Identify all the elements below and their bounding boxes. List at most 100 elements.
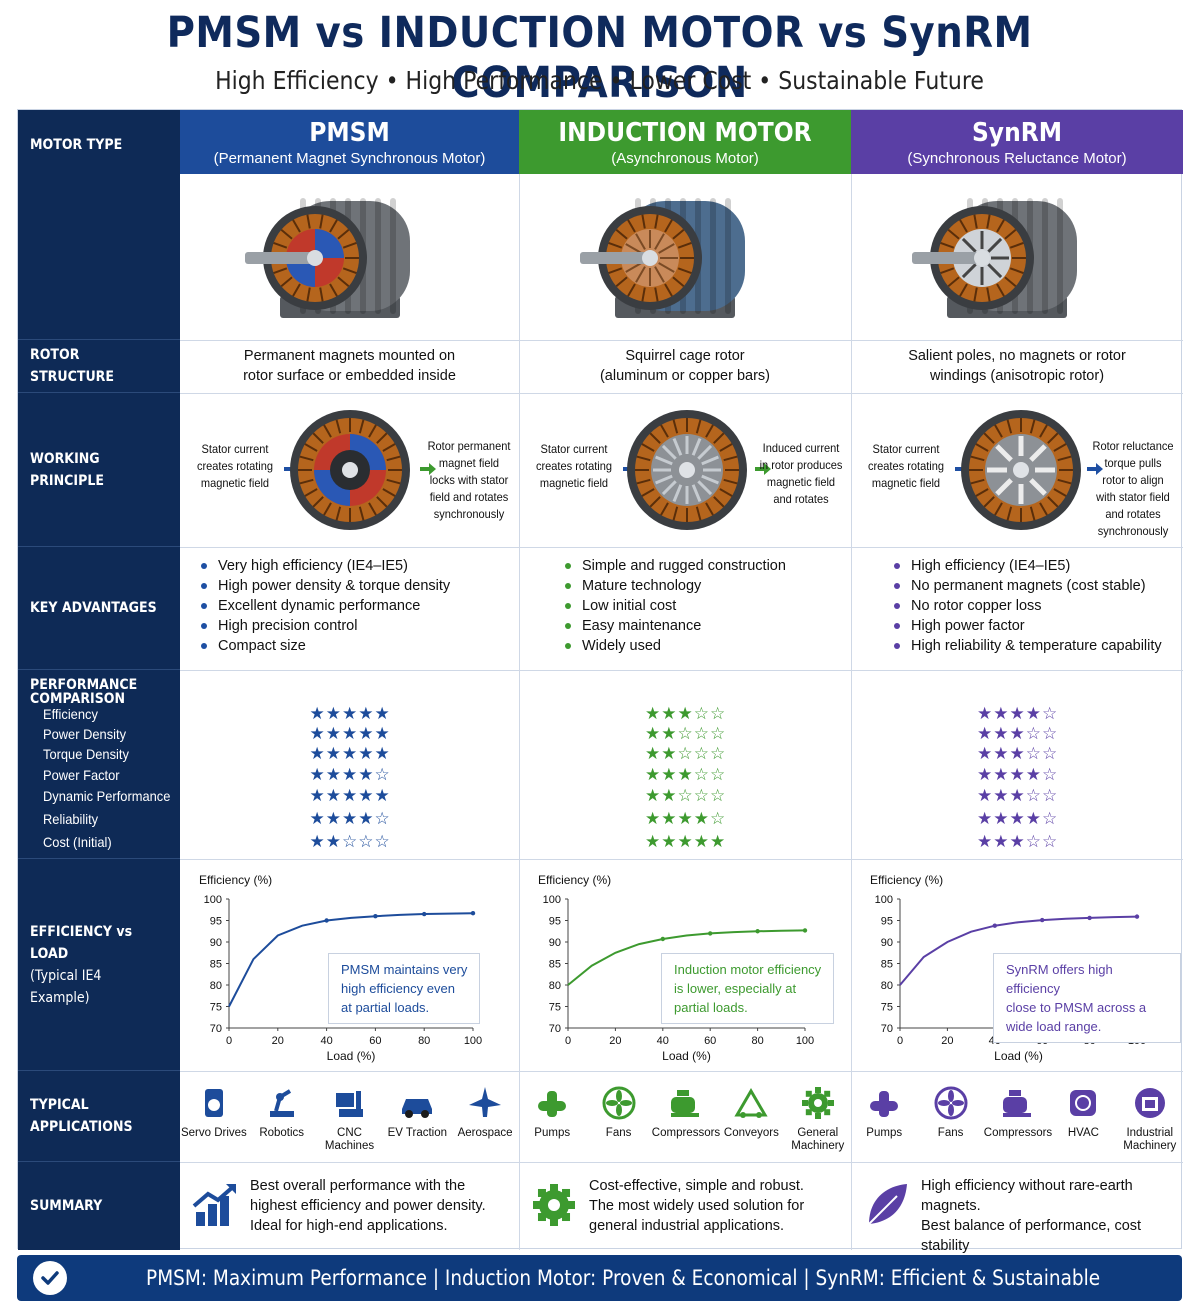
x-axis-label: Load (%) — [994, 1049, 1043, 1063]
summary-line: highest efficiency and power density. — [250, 1198, 486, 1214]
glyph-part — [1144, 1100, 1155, 1108]
star-rating-pmsm-4: ★★★★☆ — [309, 765, 391, 784]
wp-right-line: in rotor produces — [759, 458, 843, 472]
glyph-part — [562, 1188, 571, 1197]
application-pmsm-3: CNC Machines — [316, 1085, 384, 1153]
stator-slot — [940, 242, 955, 249]
data-point — [992, 923, 997, 928]
aerospace-icon — [467, 1085, 503, 1121]
shaft-hub — [642, 250, 658, 266]
chart-note-line: wide load range. — [1006, 1019, 1102, 1034]
chart-title: Efficiency (%) — [870, 873, 943, 887]
perf-item-power-factor: Power Factor — [43, 767, 120, 783]
glyph-part — [756, 1112, 763, 1118]
glyph-part — [1075, 1095, 1092, 1111]
chart-note-line: SynRM offers high efficiency — [1006, 962, 1113, 996]
star-rating-induction-4: ★★★☆☆ — [645, 765, 727, 784]
coil-slot — [649, 496, 661, 508]
stator-slot — [608, 267, 623, 274]
stator-slot — [654, 287, 659, 302]
motor-shaft — [912, 252, 982, 264]
summary-line: Cost-effective, simple and robust. — [589, 1178, 804, 1194]
servo-drive-icon — [196, 1085, 232, 1121]
fan-icon — [933, 1085, 969, 1121]
glyph-part — [670, 1097, 695, 1113]
star-rating-induction-1: ★★★☆☆ — [645, 704, 727, 723]
rotor-bar — [672, 438, 683, 456]
y-tick-label: 95 — [210, 916, 222, 928]
summary-line: Ideal for high-end applications. — [250, 1218, 448, 1234]
rotor-bar — [691, 484, 702, 502]
data-point — [1040, 917, 1045, 923]
glyph-part — [740, 1112, 747, 1118]
stator-slot — [641, 287, 646, 302]
stator-slot — [672, 276, 685, 288]
coil-slot — [705, 424, 714, 438]
application-synrm-2: Fans — [917, 1085, 983, 1140]
coil-slot — [695, 506, 702, 521]
glyph-part — [823, 1090, 830, 1097]
perf-item-dynamic-performance: Dynamic Performance — [43, 788, 171, 804]
glyph-part — [947, 1104, 954, 1116]
stator-slot — [654, 214, 659, 229]
app-glyph — [801, 1087, 834, 1119]
app-glyph — [336, 1091, 364, 1117]
data-point — [1087, 915, 1092, 921]
glyph-part — [336, 1093, 355, 1107]
wp-right-line: rotor to align — [1102, 473, 1164, 487]
cooling-fin — [389, 198, 396, 314]
star-rating-synrm-2: ★★★☆☆ — [977, 724, 1059, 743]
rotor-line-2: windings (anisotropic rotor) — [929, 368, 1105, 384]
rotor-bar — [691, 438, 702, 456]
coil-slot — [723, 478, 738, 485]
star-rating-induction-6: ★★★★☆ — [645, 809, 727, 828]
glyph-part — [1070, 1090, 1097, 1116]
stator-slot — [986, 214, 991, 229]
advantage-item: Simple and rugged construction — [562, 556, 786, 576]
x-tick-label: 40 — [657, 1035, 669, 1047]
y-tick-label: 100 — [204, 894, 222, 906]
rotor-bar — [672, 484, 683, 502]
rotor-bar — [658, 243, 675, 254]
glyph-part — [951, 1100, 964, 1106]
cooling-fin — [1057, 198, 1063, 314]
glyph-part — [208, 1204, 217, 1226]
advantage-item: No permanent magnets (cost stable) — [891, 576, 1162, 596]
perf-item-cost: Cost (Initial) — [43, 834, 112, 850]
coil-slot — [299, 478, 314, 485]
row-label-applications: TYPICAL APPLICATIONS — [18, 1071, 180, 1162]
glyph-part — [550, 1184, 558, 1192]
advantages-list-synrm: High efficiency (IE4–IE5)No permanent ma… — [891, 556, 1162, 656]
rotor-bar — [697, 480, 713, 496]
wp-right-line: locks with stator — [429, 473, 509, 487]
stator-slot — [973, 214, 978, 229]
rotor-flux-barrier — [987, 237, 1003, 253]
advantage-item: Very high efficiency (IE4–IE5) — [198, 556, 450, 576]
stator-slot — [627, 219, 636, 233]
shaft-center — [1013, 462, 1029, 478]
x-tick-label: 100 — [464, 1035, 482, 1047]
x-tick-label: 100 — [796, 1035, 814, 1047]
coil-slot — [719, 488, 733, 497]
page-header: PMSM vs INDUCTION MOTOR vs SynRM COMPARI… — [0, 0, 1199, 108]
application-label: Industrial Machinery — [1123, 1127, 1177, 1152]
glyph-part — [1008, 1090, 1021, 1096]
rotor-flux-barrier — [987, 263, 1003, 279]
y-tick-label: 85 — [549, 959, 561, 971]
wp-right-line: magnetic field — [766, 475, 836, 489]
wp-right-line: and rotates — [1105, 507, 1161, 521]
application-induction-2: Fans — [585, 1085, 651, 1140]
stator-slot — [272, 267, 287, 274]
chart-note-line: PMSM maintains very — [341, 962, 468, 977]
coil-slot — [358, 506, 364, 521]
app-glyph — [934, 1086, 968, 1120]
stator-slot — [947, 228, 960, 240]
rotor-bar — [701, 455, 719, 466]
